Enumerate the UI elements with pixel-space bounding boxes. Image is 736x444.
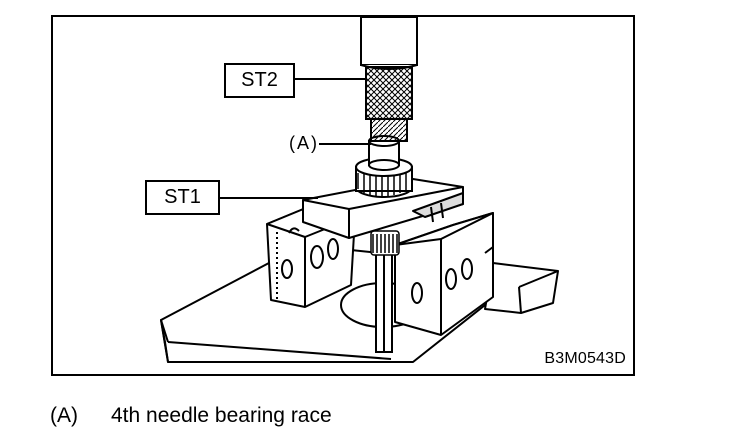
caption-label: (A) bbox=[50, 404, 78, 427]
callout-a: (A) bbox=[289, 133, 319, 153]
caption-text: 4th needle bearing race bbox=[111, 404, 332, 427]
figure-id-code: B3M0543D bbox=[544, 350, 626, 367]
callout-st2: ST2 bbox=[224, 63, 295, 98]
st2-tool bbox=[360, 17, 418, 142]
support-block-right bbox=[394, 212, 494, 336]
base-extension bbox=[484, 262, 559, 314]
callout-st1: ST1 bbox=[145, 180, 220, 215]
press-assembly-drawing bbox=[160, 17, 559, 363]
figure-frame: ST2 (A) ST1 B3M0543D bbox=[51, 15, 635, 376]
st1-plate bbox=[302, 178, 464, 239]
leader-lines bbox=[220, 78, 371, 199]
lower-gear bbox=[370, 230, 400, 256]
shaft bbox=[375, 251, 393, 353]
figure-caption: (A) 4th needle bearing race bbox=[50, 404, 332, 428]
